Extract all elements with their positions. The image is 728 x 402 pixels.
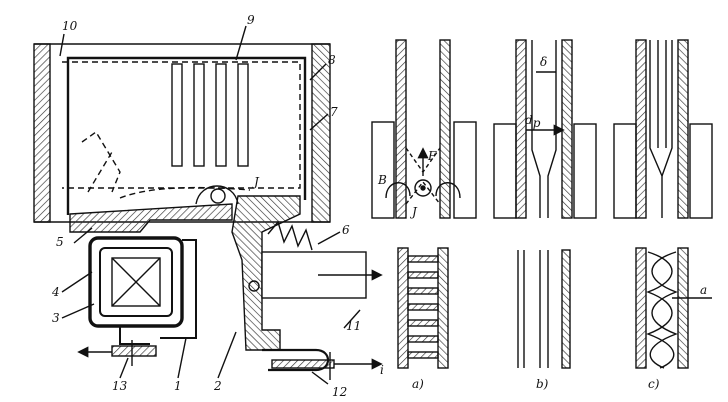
arc-column-symbol bbox=[414, 179, 432, 197]
panel-b-diagram bbox=[493, 39, 597, 369]
label-4: 4 bbox=[51, 285, 60, 299]
dashed-guide bbox=[81, 130, 121, 193]
panel-a-caption: a) bbox=[412, 377, 424, 391]
label-3: 3 bbox=[52, 311, 60, 325]
coil-inner bbox=[99, 247, 173, 317]
coil-lead bbox=[160, 239, 197, 339]
label-2: 2 bbox=[213, 379, 222, 393]
terminal-13 bbox=[111, 345, 157, 357]
spring bbox=[267, 220, 313, 251]
panel-b-caption: b) bbox=[536, 377, 549, 391]
label-current-i: i bbox=[380, 363, 384, 377]
label-gap-delta: δ bbox=[540, 55, 547, 69]
chamber-right-wall bbox=[311, 43, 331, 223]
label-6: 6 bbox=[342, 223, 350, 237]
splitter-plate bbox=[215, 63, 227, 167]
label-8: 8 bbox=[328, 53, 336, 67]
panel-a-diagram bbox=[371, 39, 477, 369]
pivot bbox=[248, 280, 260, 292]
label-11: 11 bbox=[346, 319, 361, 333]
chamber-left-wall bbox=[33, 43, 51, 223]
label-13: 13 bbox=[112, 379, 128, 393]
blowout-coil bbox=[88, 236, 184, 328]
label-field-B: B bbox=[377, 173, 387, 187]
fixed-contact bbox=[69, 203, 233, 233]
moving-contact bbox=[231, 195, 301, 351]
splitter-plate bbox=[237, 63, 249, 167]
arc-chute-assembly bbox=[33, 25, 383, 385]
splitter-plate bbox=[193, 63, 205, 167]
inner-dashed-chute bbox=[62, 61, 301, 189]
label-diameter: dp bbox=[525, 113, 541, 130]
label-current-J: J bbox=[251, 175, 260, 189]
label-current-J-a: J bbox=[409, 205, 418, 219]
label-width-a: a bbox=[700, 283, 707, 297]
label-10: 10 bbox=[62, 19, 78, 33]
splitter-plate bbox=[171, 63, 183, 167]
label-force-F: F bbox=[427, 149, 437, 163]
panel-c-diagram bbox=[613, 39, 713, 369]
label-1: 1 bbox=[174, 379, 182, 393]
arc-runner bbox=[66, 56, 307, 215]
label-7: 7 bbox=[330, 105, 338, 119]
label-5: 5 bbox=[56, 235, 64, 249]
panel-c-caption: c) bbox=[648, 377, 660, 391]
label-9: 9 bbox=[247, 13, 255, 27]
current-loop bbox=[195, 185, 239, 205]
arc-path bbox=[119, 186, 251, 199]
label-12: 12 bbox=[332, 385, 347, 399]
terminal-12 bbox=[271, 359, 335, 369]
